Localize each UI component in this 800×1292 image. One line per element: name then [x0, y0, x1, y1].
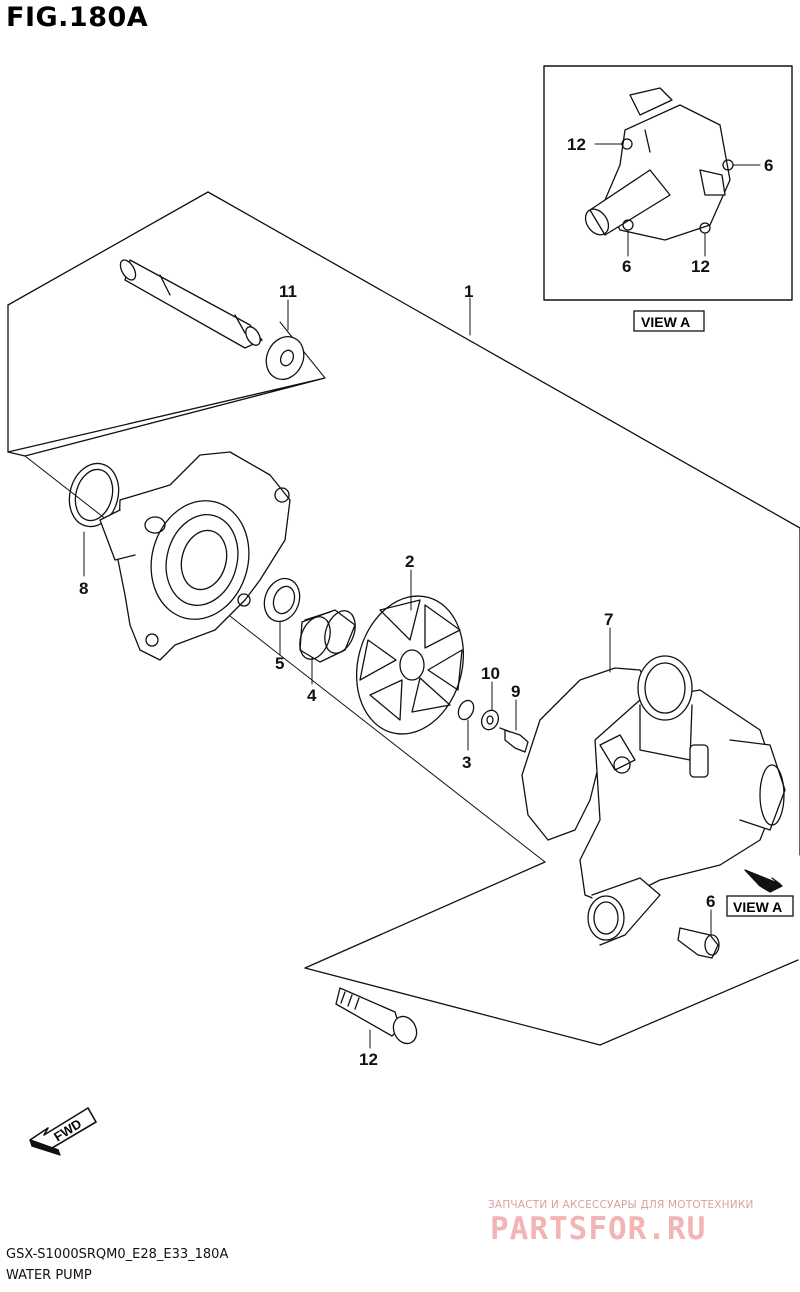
callout-3: 3: [462, 753, 471, 772]
view-a-box: [543, 65, 793, 301]
callout-2: 2: [405, 552, 414, 571]
callout-10: 10: [481, 664, 500, 683]
fwd-arrow-icon: [29, 1107, 97, 1156]
view-a-main-label-box: [726, 895, 794, 917]
callout-4: 4: [307, 686, 317, 705]
callout-8: 8: [79, 579, 88, 598]
callout-9: 9: [511, 682, 520, 701]
callout-5: 5: [275, 654, 284, 673]
view-a-label-box: [633, 310, 705, 332]
seal-5: [263, 577, 301, 623]
view-a-callout-12-bottom: 12: [691, 257, 710, 276]
view-a-callout-6-right: 6: [764, 156, 773, 175]
footer-name: WATER PUMP: [6, 1268, 92, 1283]
view-a-label: VIEW A: [641, 314, 690, 330]
leader-lines: [83, 143, 761, 1049]
callout-6: 6: [706, 892, 715, 911]
callout-11: 11: [279, 282, 297, 301]
callout-7: 7: [604, 610, 613, 629]
impeller-2: [355, 595, 465, 735]
washer-11: [265, 336, 305, 380]
bolt-6: [677, 927, 720, 959]
view-a-pump: [584, 87, 734, 241]
assembly-outline: [7, 191, 800, 1046]
footer-code: GSX-S1000SRQM0_E28_E33_180A: [6, 1247, 229, 1262]
washer-10: [480, 709, 500, 731]
washer-3: [457, 699, 475, 721]
view-a-main-label: VIEW A: [733, 899, 782, 915]
o-ring-8: [68, 462, 120, 528]
bolt-12: [335, 987, 418, 1045]
shaft-pin: [119, 259, 263, 349]
mech-seal-4: [299, 609, 356, 663]
bolt-9: [499, 727, 529, 753]
callout-1: 1: [464, 282, 473, 301]
pump-body: [99, 451, 291, 661]
watermark-caption: ЗАПЧАСТИ И АКСЕССУАРЫ ДЛЯ МОТОТЕХНИКИ: [488, 1199, 754, 1211]
view-a-callout-6-bottom: 6: [622, 257, 631, 276]
callout-12: 12: [359, 1050, 378, 1069]
view-a-arrow: [744, 869, 783, 893]
view-a-callout-12-top: 12: [567, 135, 586, 154]
figure-title: FIG.180A: [6, 2, 149, 33]
watermark-site: PARTSFOR.RU: [490, 1211, 707, 1247]
pump-cover-7: [579, 655, 786, 946]
